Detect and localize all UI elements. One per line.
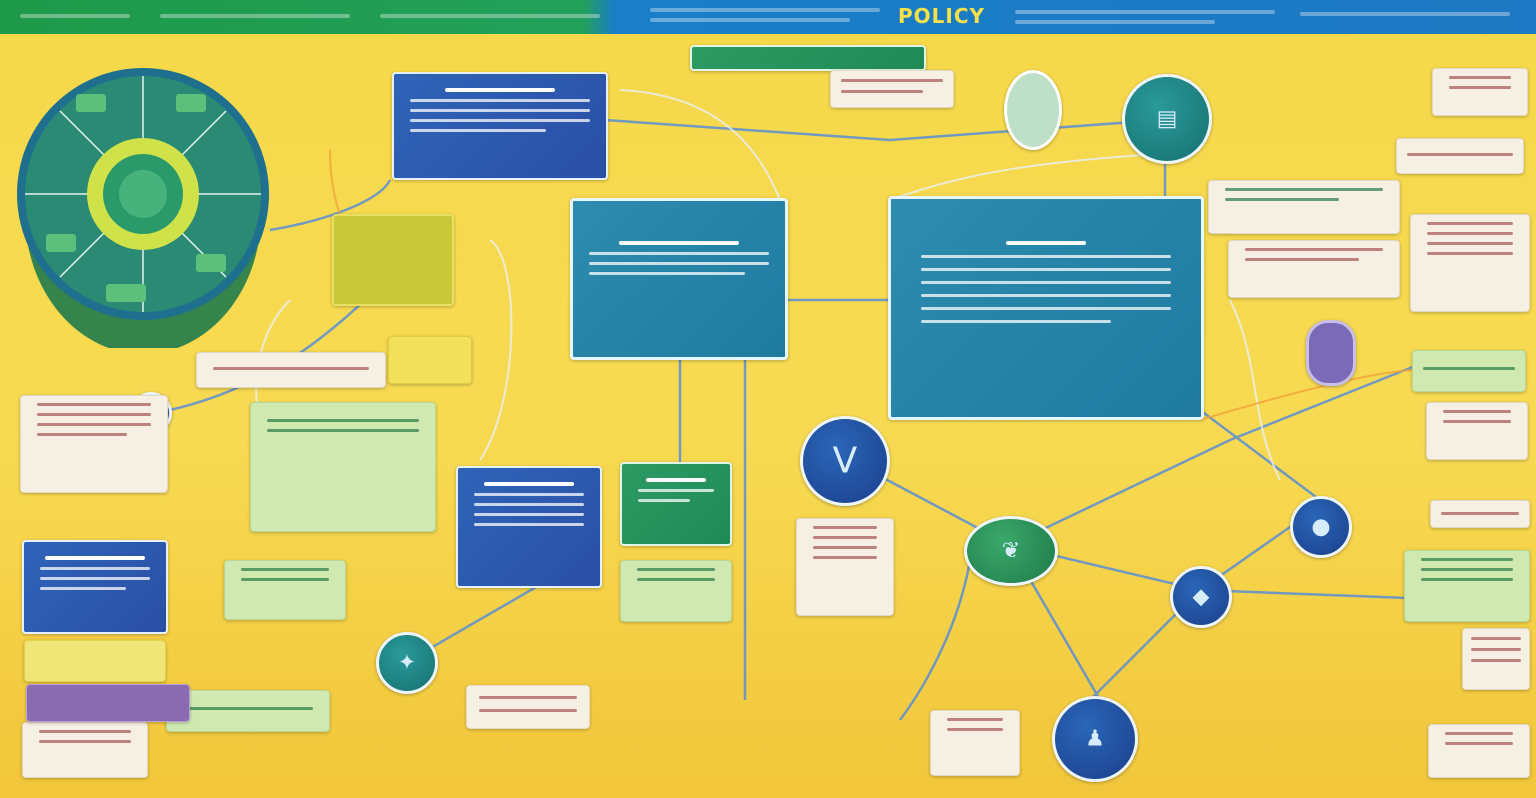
- process-panel: [250, 402, 436, 532]
- header-stripe: [20, 14, 130, 18]
- process-panel: [620, 560, 732, 622]
- header-stripe: [380, 14, 600, 18]
- hub-wheel: [17, 68, 269, 348]
- note-card: [1430, 500, 1530, 528]
- process-panel: [166, 690, 330, 732]
- note-card: [22, 722, 148, 778]
- drop-icon[interactable]: ◆: [1170, 566, 1232, 628]
- note-card: [830, 70, 954, 108]
- note-card: [1462, 628, 1530, 690]
- connector: [604, 118, 1161, 142]
- network-icon[interactable]: ✦: [376, 632, 438, 694]
- process-panel: [224, 560, 346, 620]
- info-panel[interactable]: [888, 196, 1204, 420]
- tag-block: [24, 640, 166, 682]
- bulb-icon: [1004, 70, 1062, 150]
- info-panel[interactable]: [620, 462, 732, 546]
- tag-block: [388, 336, 472, 384]
- connector: [1009, 358, 1431, 547]
- connector: [1229, 299, 1281, 481]
- header-stripe: [1015, 20, 1215, 24]
- document-icon[interactable]: ▤: [1122, 74, 1212, 164]
- tag-block: [26, 684, 190, 722]
- note-card: [1228, 240, 1400, 298]
- page-title: POLICY: [898, 4, 986, 28]
- person-icon[interactable]: ♟: [1052, 696, 1138, 782]
- connector: [269, 179, 392, 232]
- info-panel[interactable]: [392, 72, 608, 180]
- note-card: [930, 710, 1020, 776]
- connector: [619, 89, 781, 201]
- header-stripe: [160, 14, 350, 18]
- connector: [1199, 409, 1321, 501]
- v-shape-icon[interactable]: V: [800, 416, 890, 506]
- note-card: [1208, 180, 1400, 234]
- person-icon[interactable]: ●: [1290, 496, 1352, 558]
- info-panel[interactable]: [456, 466, 602, 588]
- leaf-icon[interactable]: ❦: [964, 516, 1058, 586]
- connector: [479, 239, 513, 461]
- note-card: [1410, 214, 1530, 312]
- connector: [898, 559, 972, 721]
- document-stack: [332, 214, 454, 306]
- header-stripe: [650, 18, 850, 22]
- info-panel[interactable]: [570, 198, 788, 360]
- note-card: [796, 518, 894, 616]
- section-ribbon: [690, 45, 926, 71]
- process-panel: [1404, 550, 1530, 622]
- note-card: [1432, 68, 1528, 116]
- header-bar: POLICY: [0, 0, 1536, 34]
- header-stripe: [650, 8, 880, 12]
- header-stripe: [1015, 10, 1275, 14]
- process-panel: [1412, 350, 1526, 392]
- note-card: [1426, 402, 1528, 460]
- note-card: [196, 352, 386, 388]
- user-figure-icon: [1306, 320, 1356, 386]
- note-card: [1428, 724, 1530, 778]
- header-stripe: [1300, 12, 1510, 16]
- info-panel[interactable]: [22, 540, 168, 634]
- note-card: [20, 395, 168, 493]
- note-card: [466, 685, 590, 729]
- note-card: [1396, 138, 1524, 174]
